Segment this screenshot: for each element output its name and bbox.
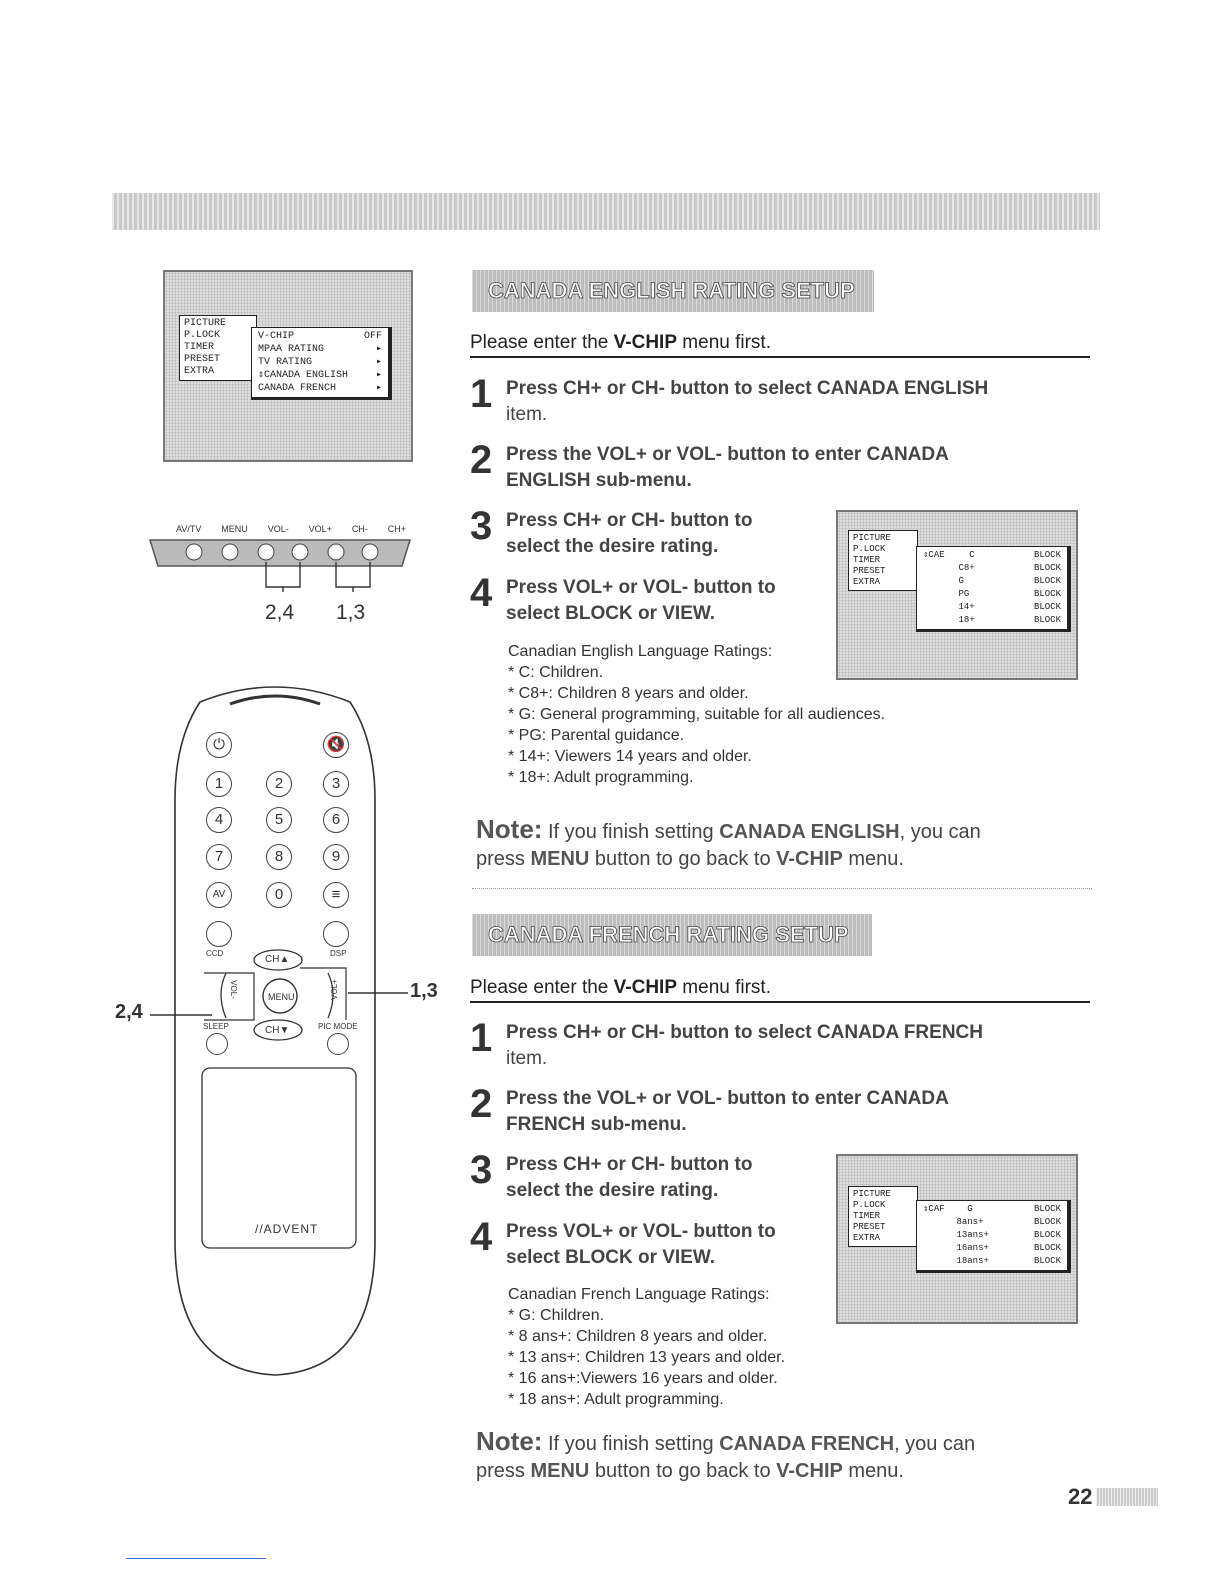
ratings-list: Canadian English Language Ratings: * C: …	[508, 643, 886, 786]
dsp-button[interactable]	[323, 921, 349, 947]
submenu-row: TV RATING▸	[258, 357, 382, 368]
digit-button[interactable]: 9	[323, 844, 349, 870]
step: 2 Press the VOL+ or VOL- button to enter…	[470, 438, 949, 491]
av-button[interactable]: AV	[206, 882, 232, 908]
digit-button[interactable]: 5	[266, 807, 292, 833]
step-number: 2	[470, 1082, 493, 1126]
panel-label: CH+	[387, 524, 406, 534]
mute-icon[interactable]: 🔇	[323, 732, 349, 758]
brand-logo: //ADVENT	[255, 1222, 319, 1236]
remote-callout-lines	[150, 992, 408, 1016]
panel-label: VOL+	[308, 524, 332, 534]
digit-button[interactable]: 7	[206, 844, 232, 870]
remote-callout-left: 2,4	[115, 1001, 143, 1023]
submenu-row: ⇕CANADA ENGLISH▸	[258, 370, 382, 381]
panel-label: MENU	[221, 524, 248, 534]
intro-line: Please enter the V-CHIP menu first.	[470, 332, 1090, 358]
main-menu-item: PRESET	[184, 354, 221, 365]
ch-down-button[interactable]: CH▼	[265, 1025, 290, 1036]
step: 1 Press CH+ or CH- button to select CANA…	[470, 1016, 983, 1069]
dsp-label: DSP	[330, 949, 347, 958]
main-menu-item: EXTRA	[184, 366, 215, 377]
header-band	[112, 193, 1100, 230]
main-menu: PICTURE P.LOCK TIMER PRESET EXTRA	[848, 530, 918, 591]
menu-button[interactable]: MENU	[268, 992, 295, 1002]
panel-label: VOL-	[267, 524, 289, 534]
panel-label: AV/TV	[176, 524, 202, 534]
power-icon[interactable]: ⏻	[206, 732, 232, 758]
ratings-list: Canadian French Language Ratings: * G: C…	[508, 1286, 786, 1408]
main-menu-item: TIMER	[184, 342, 215, 353]
pic-mode-label: PIC MODE	[318, 1022, 358, 1031]
main-menu: PICTURE P.LOCK TIMER PRESET EXTRA	[848, 1186, 918, 1247]
remote-callout-right: 1,3	[410, 980, 438, 1002]
intro-line: Please enter the V-CHIP menu first.	[470, 977, 1090, 1003]
step-number: 1	[470, 372, 493, 416]
note-box: Note: If you finish setting CANADA FRENC…	[476, 1426, 976, 1483]
footer-rule	[126, 1558, 266, 1559]
step-number: 4	[470, 571, 493, 615]
ccd-label: CCD	[206, 949, 224, 958]
digit-button[interactable]: 8	[266, 844, 292, 870]
sleep-label: SLEEP	[203, 1022, 229, 1031]
swap-icon[interactable]: ≡	[323, 882, 349, 908]
pic-mode-button[interactable]	[327, 1033, 349, 1055]
main-menu-item: P.LOCK	[184, 330, 221, 341]
digit-button[interactable]: 6	[323, 807, 349, 833]
nav-cluster	[204, 949, 347, 1041]
submenu-row: CANADA FRENCH▸	[258, 383, 382, 394]
panel-callout: 2,4	[265, 601, 295, 624]
panel-callout: 1,3	[336, 601, 366, 624]
step-number: 1	[470, 1016, 493, 1060]
step: 2 Press the VOL+ or VOL- button to enter…	[470, 1082, 949, 1135]
digit-button[interactable]: 3	[323, 771, 349, 797]
step: 1 Press CH+ or CH- button to select CANA…	[470, 372, 989, 425]
sleep-button[interactable]	[206, 1033, 228, 1055]
digit-button[interactable]: 4	[206, 807, 232, 833]
main-menu: PICTURE P.LOCK TIMER PRESET EXTRA	[179, 315, 257, 381]
digit-button[interactable]: 1	[206, 771, 232, 797]
tv-menu-screen: PICTURE P.LOCK TIMER PRESET EXTRA V-CHIP…	[163, 270, 413, 462]
page-number-pattern	[1096, 1488, 1159, 1506]
section-heading: CANADA FRENCH RATING SETUP	[472, 914, 872, 956]
digit-button[interactable]: 0	[266, 882, 292, 908]
page-number: 22	[1068, 1484, 1159, 1510]
step-number: 4	[470, 1215, 493, 1259]
section-heading: CANADA ENGLISH RATING SETUP	[472, 270, 874, 312]
step-number: 3	[470, 504, 493, 548]
panel-label: CH-	[351, 524, 368, 534]
main-menu-item: PICTURE	[184, 318, 227, 329]
step-number: 2	[470, 438, 493, 482]
front-panel-strip	[148, 539, 412, 592]
note-box: Note: If you finish setting CANADA ENGLI…	[476, 814, 981, 871]
step-number: 3	[470, 1148, 493, 1192]
submenu-row: MPAA RATING▸	[258, 344, 382, 355]
ch-up-button[interactable]: CH▲	[265, 954, 290, 965]
divider	[472, 888, 1092, 889]
digit-button[interactable]: 2	[266, 771, 292, 797]
ccd-button[interactable]	[206, 921, 232, 947]
